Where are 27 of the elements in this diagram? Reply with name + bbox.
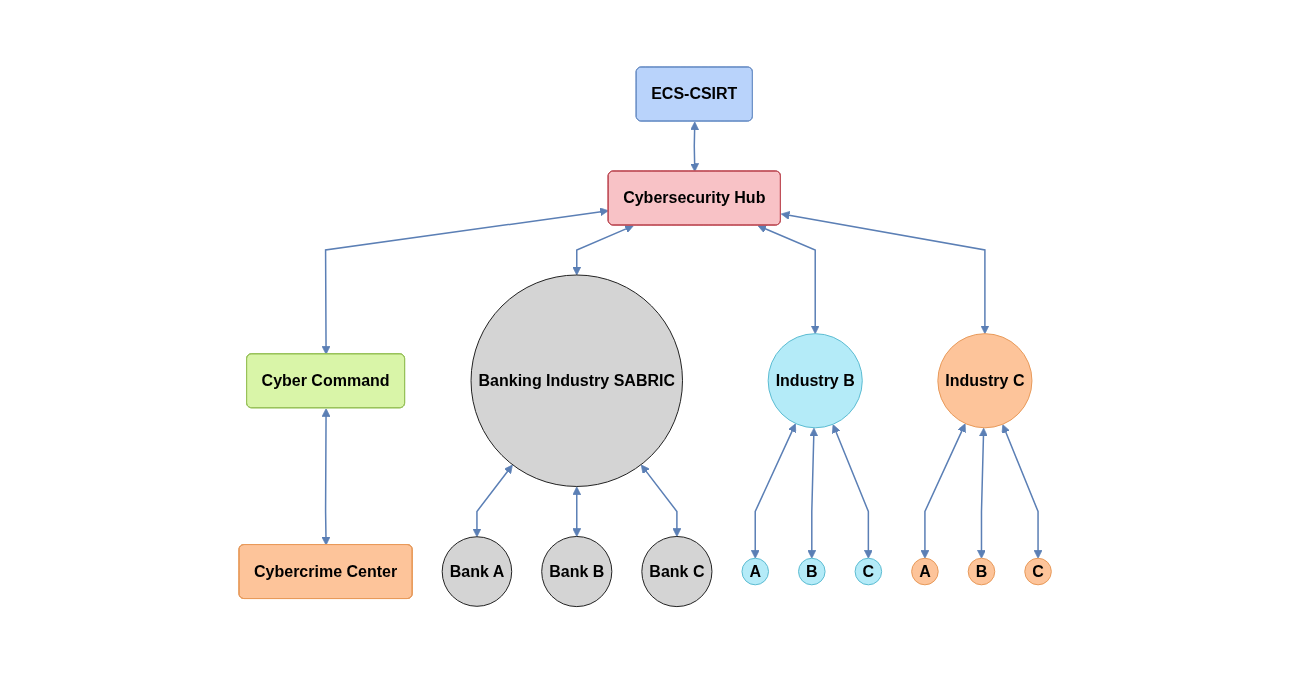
arrow: [640, 464, 682, 537]
node-circle: Bank A: [441, 535, 513, 607]
arrow: [1001, 424, 1043, 559]
arrow: [690, 121, 699, 172]
arrow: [920, 423, 966, 559]
arrow: [321, 407, 331, 546]
node-circle: C: [1024, 557, 1052, 585]
arrow: [831, 424, 873, 559]
arrow: [780, 210, 990, 334]
node-circle: Industry B: [767, 332, 863, 428]
node-circle: Bank B: [541, 535, 613, 607]
node-circle: A: [910, 557, 939, 585]
arrow: [807, 427, 818, 559]
arrow: [976, 427, 988, 559]
node-circle: A: [741, 557, 769, 585]
arrow: [472, 464, 513, 537]
arrow: [750, 423, 796, 559]
arrow: [757, 224, 820, 334]
arrow: [321, 207, 609, 355]
node-circle: C: [854, 557, 882, 585]
arrow: [572, 486, 581, 537]
node-circle: B: [797, 557, 826, 585]
arrow: [572, 224, 634, 276]
node-circle: Industry C: [937, 332, 1033, 428]
node-circle: Banking Industry SABRIC: [470, 274, 683, 487]
node-circle: B: [967, 557, 996, 585]
node-circle: Bank C: [641, 535, 713, 607]
